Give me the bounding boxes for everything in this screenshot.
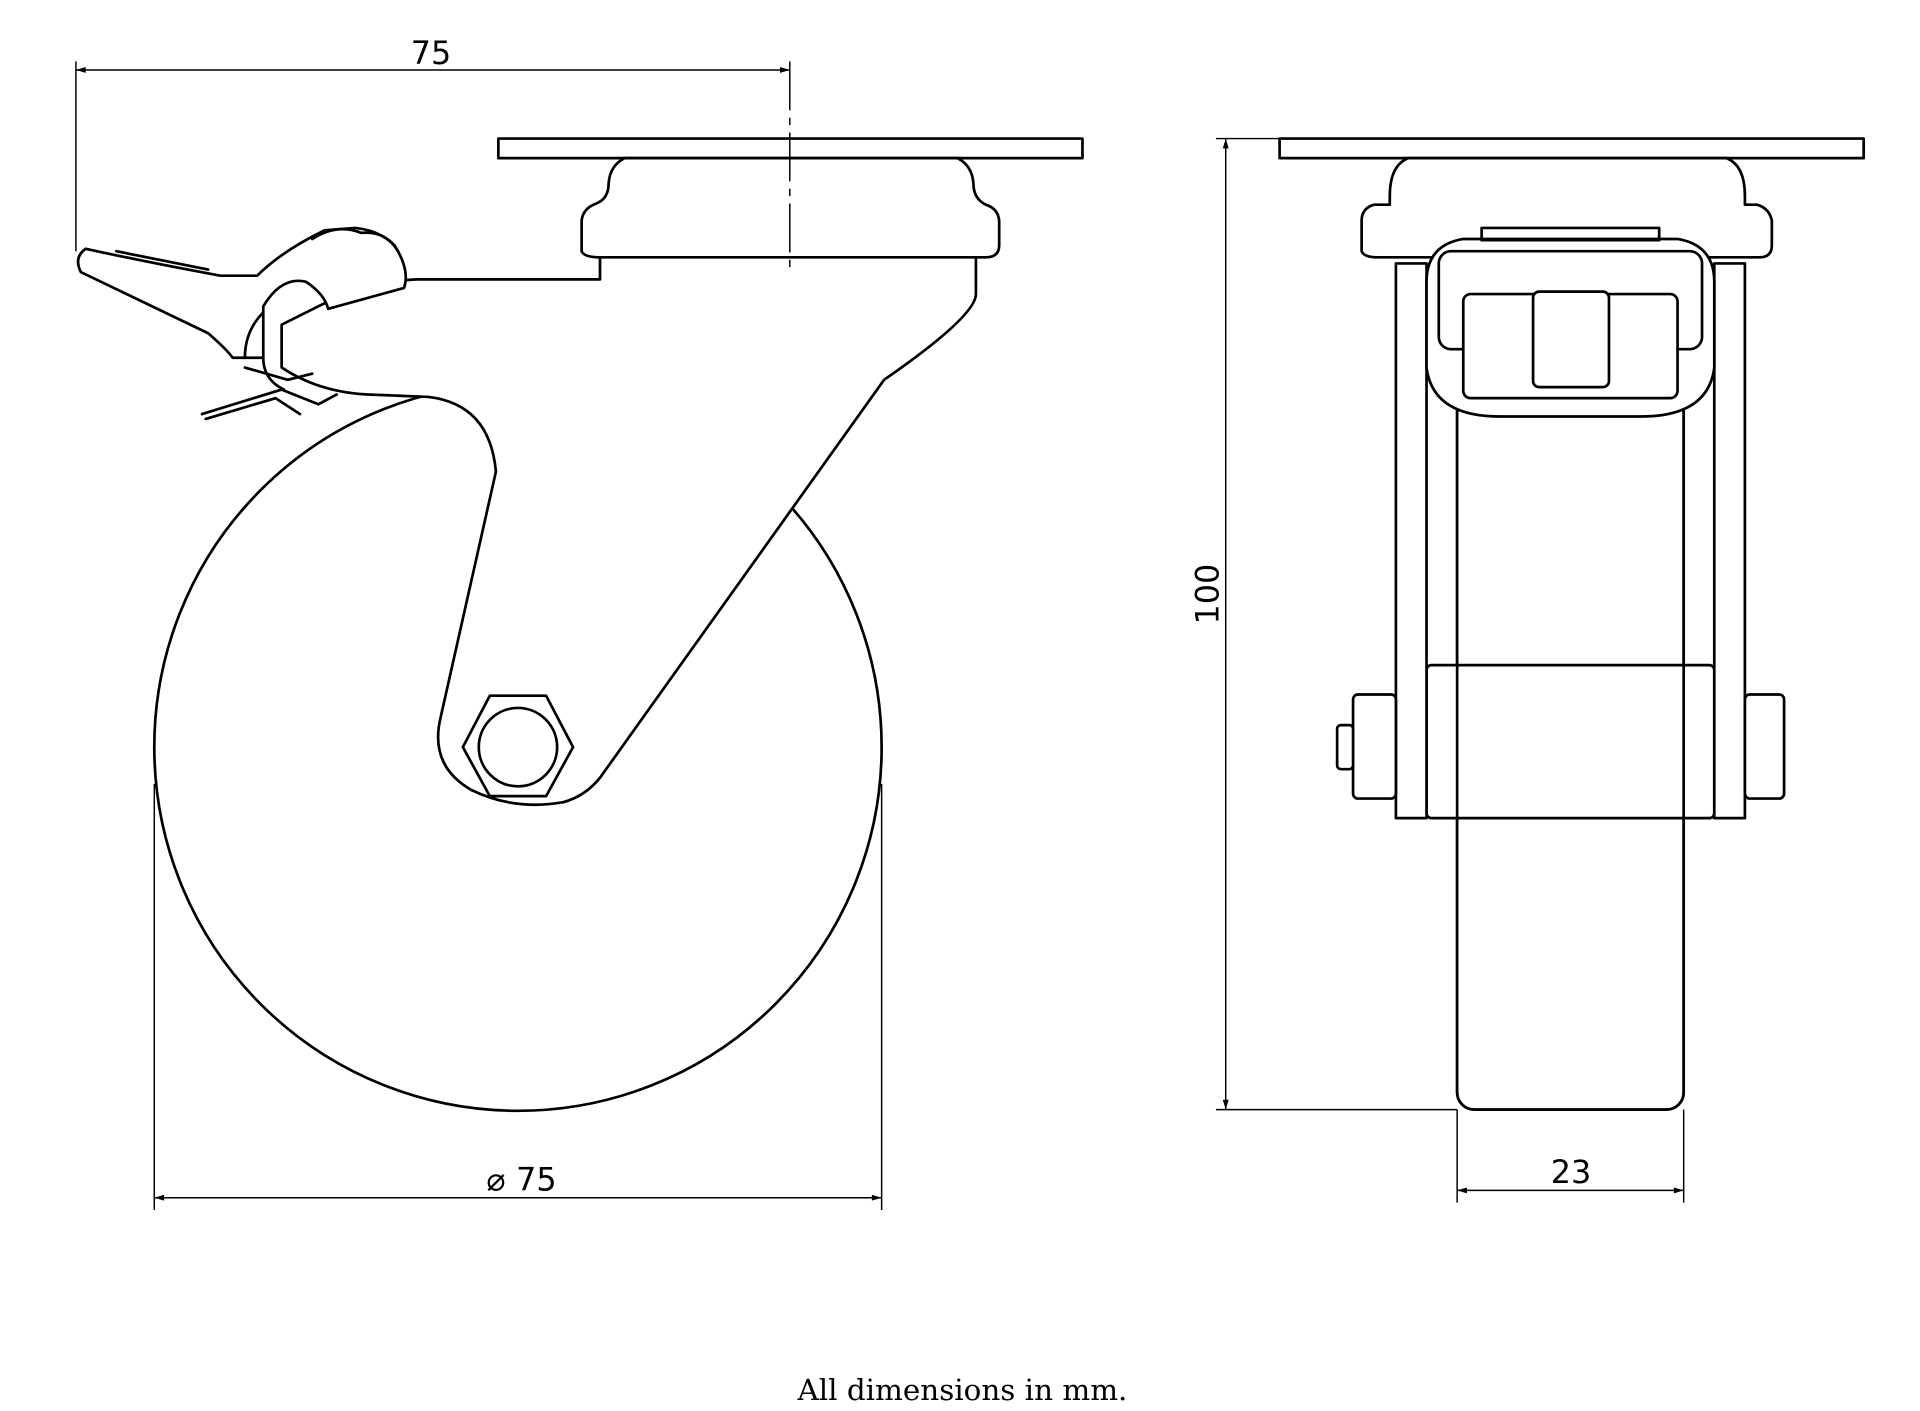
side-view: 75 ⌀ 75 (75, 34, 1084, 1210)
fork-leg-left (1394, 262, 1428, 820)
dimension-width-label: 23 (1551, 1153, 1592, 1191)
brake-lever (76, 226, 408, 360)
diameter-symbol: ⌀ (486, 1160, 505, 1198)
axle-nut-left (1351, 693, 1398, 800)
units-caption: All dimensions in mm. (797, 1373, 1128, 1407)
brake-tab-front (1531, 290, 1611, 389)
mounting-plate-front (1278, 137, 1866, 160)
brake-spring (200, 366, 339, 421)
axle-nut-right (1743, 693, 1786, 800)
dimension-diameter-label: 75 (516, 1160, 557, 1198)
brake-pivot (243, 311, 286, 391)
fork-side (280, 255, 978, 807)
brake-lever-grip (114, 227, 400, 271)
brake-spring-front (1480, 226, 1661, 242)
axle-side (477, 706, 559, 788)
dimension-length-label: 75 (411, 34, 452, 72)
swivel-housing-front (1360, 156, 1774, 259)
dimension-height-label: 100 (1188, 564, 1226, 625)
front-view: 100 23 (1188, 137, 1866, 1203)
axle-end-left (1335, 723, 1355, 771)
fork-leg-right (1712, 262, 1747, 820)
hub-front (1425, 663, 1716, 820)
